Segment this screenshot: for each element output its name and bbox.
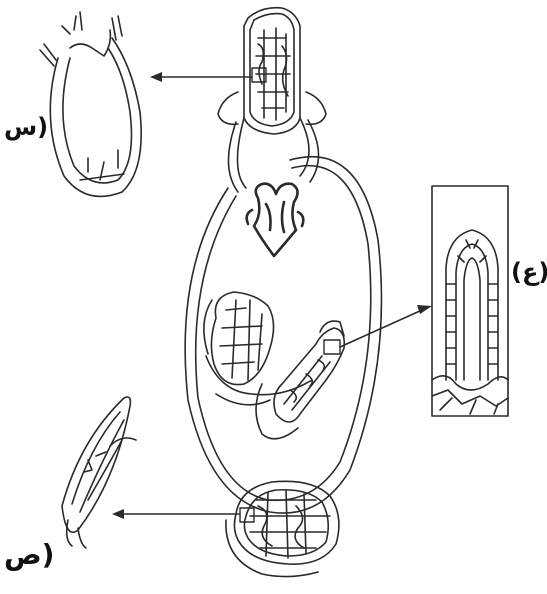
label-sin: (س	[4, 113, 48, 141]
tissue-capillary-detail	[62, 397, 136, 548]
label-ain: (ع)	[511, 258, 547, 286]
heart	[247, 184, 304, 256]
vessel-from-gills-right	[300, 118, 309, 176]
top-organ	[218, 8, 326, 134]
label-sad: (ص	[4, 538, 54, 571]
bottom-organ	[226, 481, 339, 576]
villus-detail	[432, 186, 508, 416]
vessel-to-gills-left	[237, 118, 246, 188]
capillary-loop-detail	[40, 12, 141, 196]
intestine	[256, 321, 344, 439]
vessel-to-gills-left-inner	[228, 122, 238, 192]
